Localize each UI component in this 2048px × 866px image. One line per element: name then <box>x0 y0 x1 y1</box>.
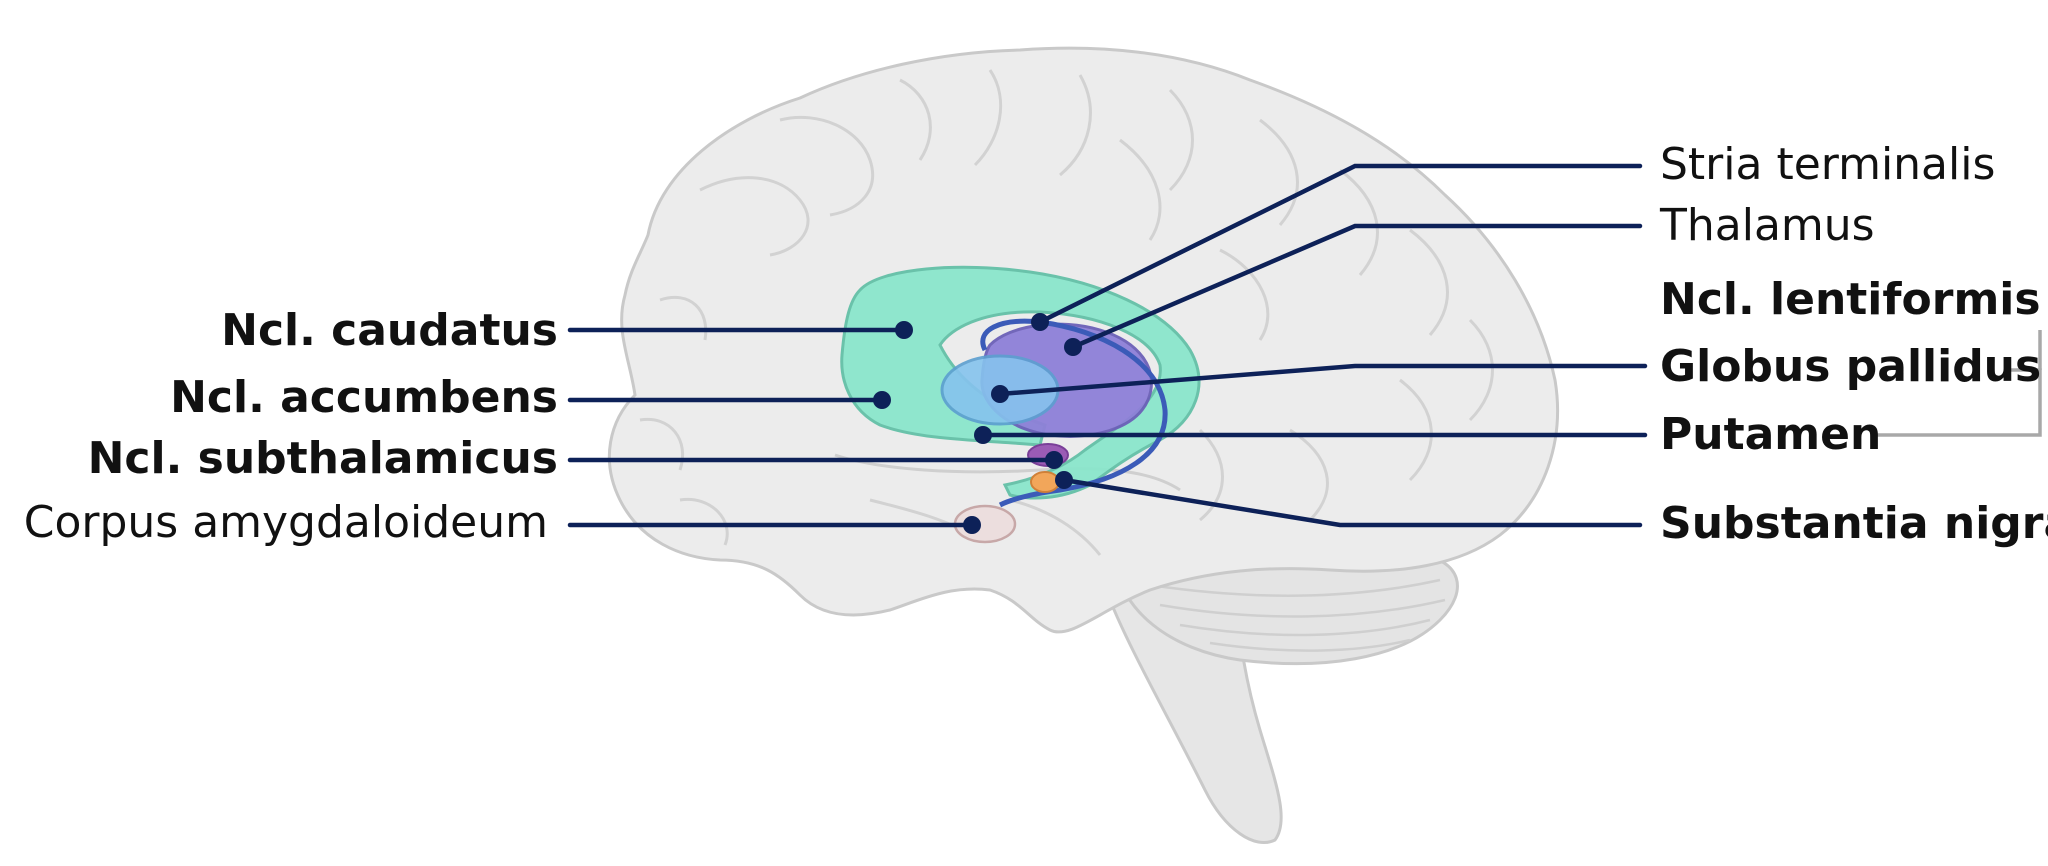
label-putamen: Putamen <box>1660 409 1882 460</box>
label-ncl-accumbens: Ncl. accumbens <box>170 372 558 423</box>
label-stria-terminalis: Stria terminalis <box>1660 139 1996 190</box>
dot-stria <box>1031 313 1049 331</box>
gyri <box>639 69 1494 556</box>
leader-pallidus <box>997 363 1648 397</box>
dot-pallidus <box>991 385 1009 403</box>
stria-terminalis-shape <box>980 318 1168 508</box>
label-globus-pallidus: Globus pallidus <box>1660 341 2042 392</box>
dot-amygdaloideum <box>963 516 981 534</box>
leader-dots <box>873 313 1082 534</box>
leader-lines <box>567 163 1648 528</box>
label-ncl-lentiformis: Ncl. lentiformis <box>1660 274 2041 325</box>
leader-nigra <box>1061 477 1643 528</box>
lentiformis-bracket <box>1872 368 2042 437</box>
cerebellum-folds <box>1149 578 1446 652</box>
label-substantia-nigra: Substantia nigra <box>1660 498 2048 549</box>
label-ncl-caudatus: Ncl. caudatus <box>221 305 558 356</box>
dot-caudatus <box>895 321 913 339</box>
dot-thalamus <box>1064 338 1082 356</box>
label-ncl-subthalamicus: Ncl. subthalamicus <box>87 433 558 484</box>
dot-nigra <box>1055 471 1073 489</box>
substantia-nigra-shape <box>1030 471 1060 493</box>
label-thalamus: Thalamus <box>1660 200 1875 251</box>
dot-subthalamicus <box>1045 451 1063 469</box>
leader-stria <box>1037 163 1643 325</box>
dot-putamen <box>974 426 992 444</box>
dot-accumbens <box>873 391 891 409</box>
leader-thalamus <box>1070 223 1643 350</box>
label-corpus-amygdaloideum: Corpus amygdaloideum <box>23 497 548 548</box>
